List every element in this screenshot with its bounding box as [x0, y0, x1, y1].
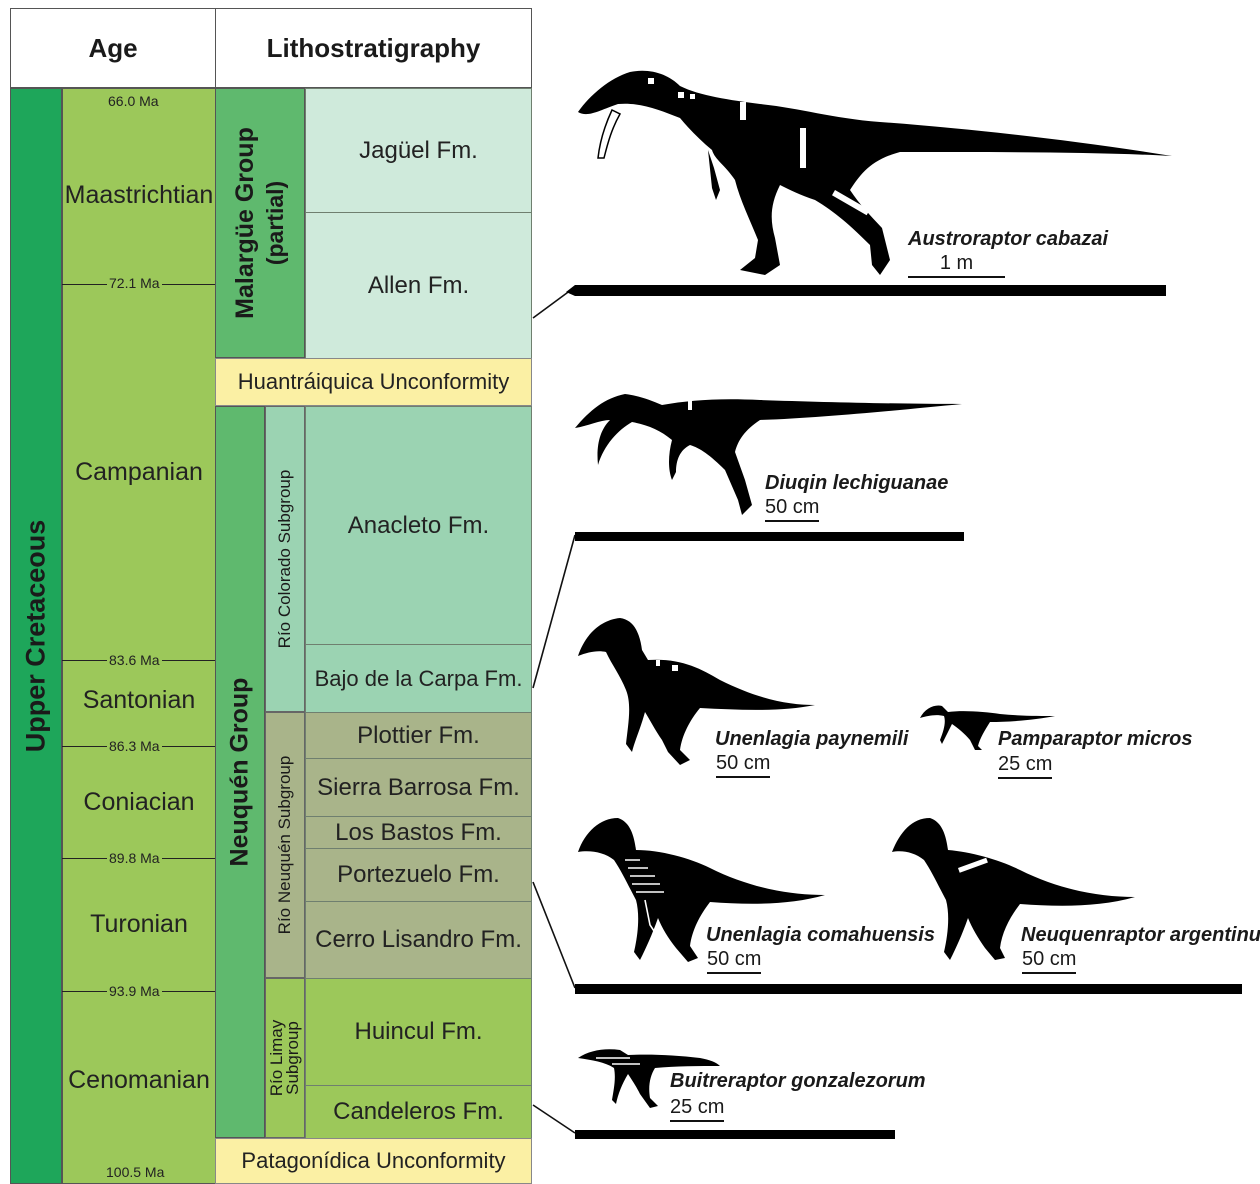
taxon-label-neuquenraptor: Neuquenraptor argentinus: [1021, 924, 1260, 947]
scale-bar-pamparaptor: 25 cm: [998, 753, 1052, 776]
scale-bar-unenlagia-paynemili: 50 cm: [716, 752, 770, 775]
scale-bar-austroraptor: 1 m: [908, 252, 1005, 275]
bar-anacleto: [575, 532, 964, 541]
bar-portezuelo: [575, 984, 1242, 994]
scale-bar-neuquenraptor: 50 cm: [1022, 948, 1076, 971]
scale-bar-buitreraptor: 25 cm: [670, 1096, 724, 1119]
taxon-label-unenlagia-paynemili: Unenlagia paynemili: [715, 728, 908, 751]
taxon-label-unenlagia-comahuensis: Unenlagia comahuensis: [706, 924, 935, 947]
scale-bar-unenlagia-comahuensis: 50 cm: [707, 948, 761, 971]
taxon-label-buitreraptor: Buitreraptor gonzalezorum: [670, 1070, 926, 1093]
bar-candeleros: [575, 1130, 895, 1139]
taxon-label-austroraptor: Austroraptor cabazai: [908, 228, 1108, 251]
bar-allen: [566, 285, 1166, 296]
taxon-label-diuqin: Diuqin lechiguanae: [765, 472, 948, 495]
connector-lines: [533, 287, 575, 1133]
taxon-label-pamparaptor: Pamparaptor micros: [998, 728, 1193, 751]
scale-bar-diuqin: 50 cm: [765, 496, 819, 519]
